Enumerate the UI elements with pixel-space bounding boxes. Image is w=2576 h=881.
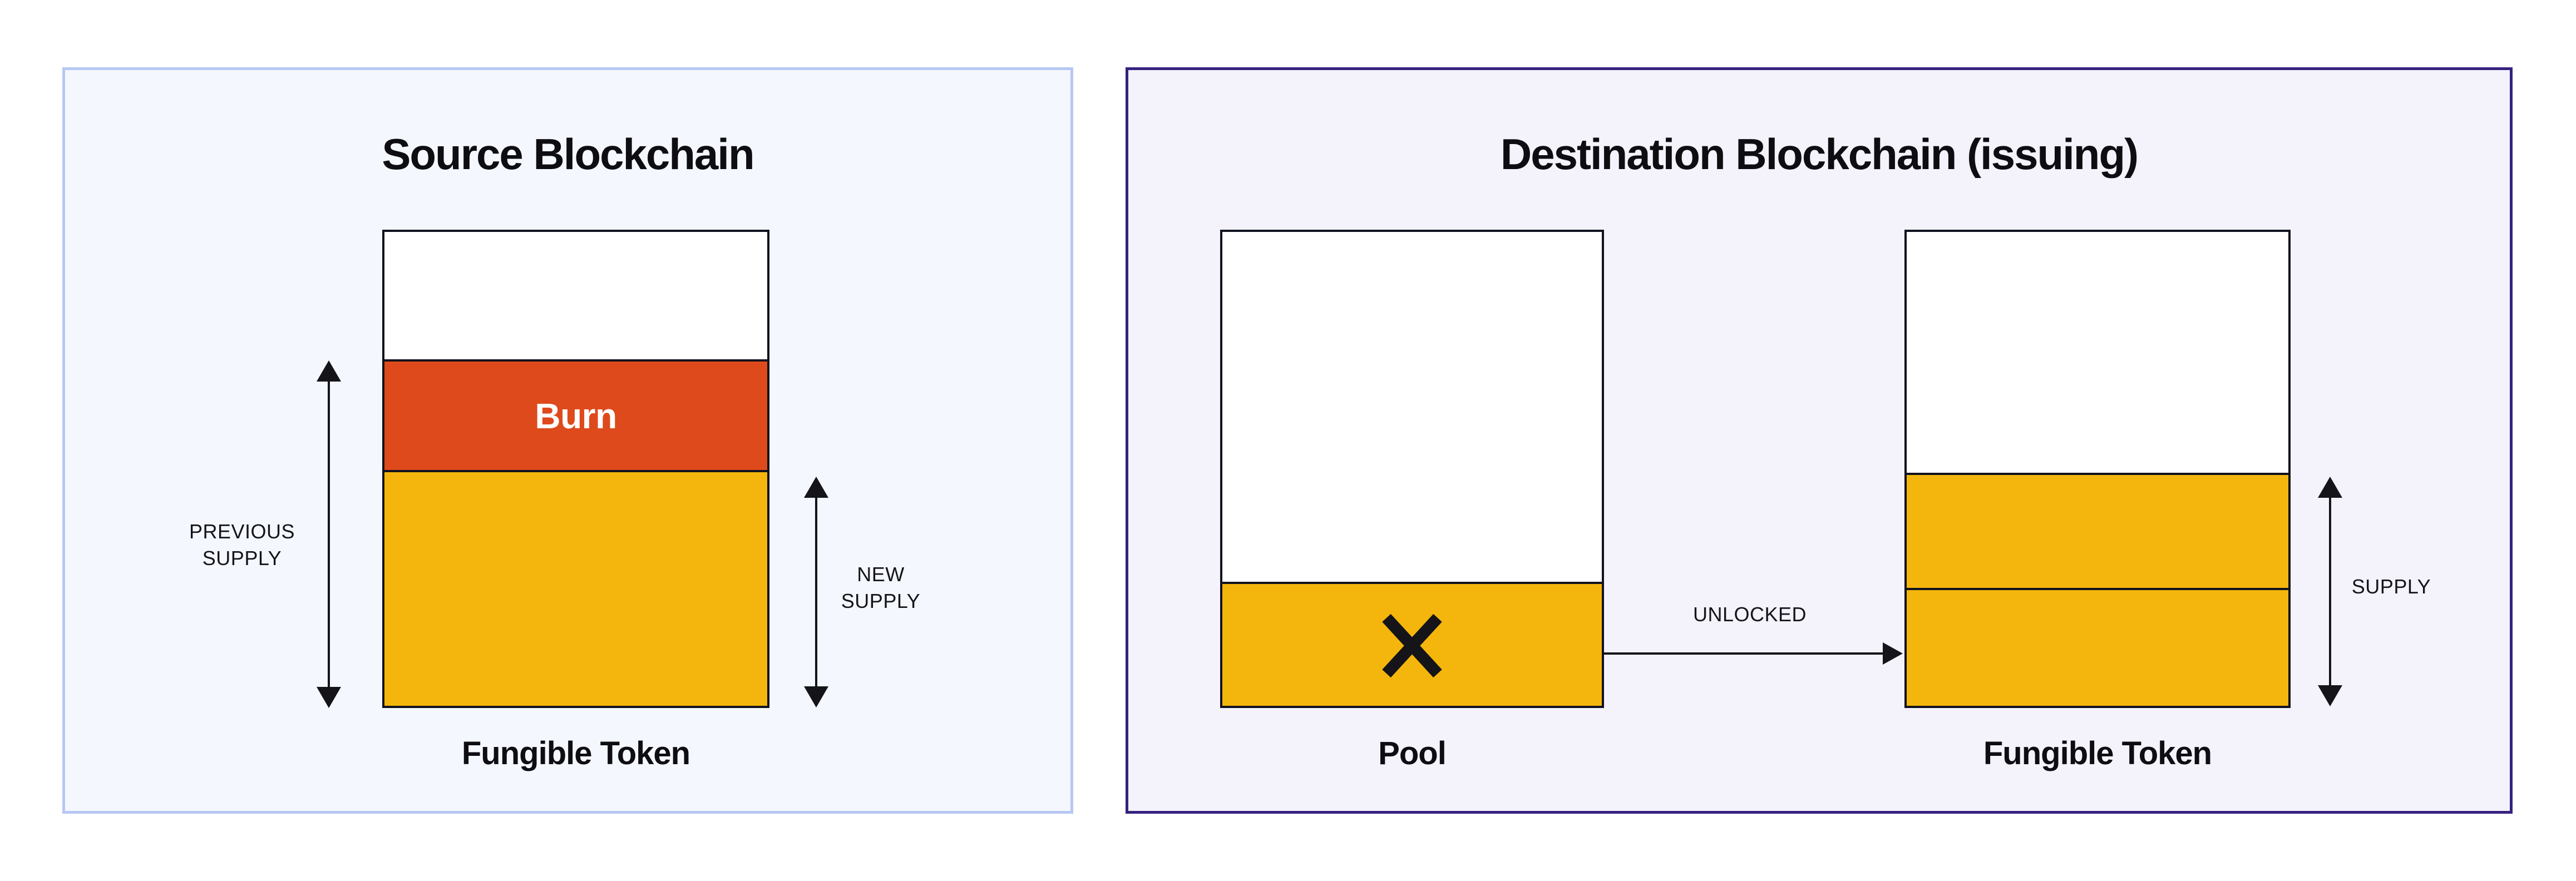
- arrowhead-down-icon: [2318, 685, 2342, 706]
- pool-bar: [1220, 230, 1604, 708]
- source-bar-remaining-supply-section: [384, 472, 767, 706]
- destination-bar-issued-section-upper: [1907, 473, 2288, 588]
- arrowhead-up-icon: [2318, 477, 2342, 498]
- destination-token-bar: [1904, 230, 2291, 708]
- pool-bar-empty-section: [1222, 232, 1602, 582]
- new-supply-label: NEW SUPPLY: [786, 561, 975, 615]
- previous-supply-label-line1: PREVIOUS: [189, 520, 295, 543]
- source-bar-burn-section: Burn: [384, 359, 767, 472]
- source-blockchain-panel: Source Blockchain Burn PREVIOUS SUPPLY N…: [62, 67, 1073, 814]
- previous-supply-range-arrow: [317, 360, 341, 708]
- source-token-bar: Burn: [382, 230, 769, 708]
- arrow-line: [328, 379, 330, 689]
- pool-bar-caption: Pool: [1378, 735, 1447, 771]
- arrow-line: [1604, 652, 1884, 655]
- destination-blockchain-panel: Destination Blockchain (issuing) Pool UN…: [1126, 67, 2513, 814]
- arrowhead-right-icon: [1883, 642, 1903, 665]
- supply-label: SUPPLY: [2351, 575, 2431, 598]
- arrow-line: [2329, 496, 2331, 687]
- unlocked-transfer-arrow: [1604, 642, 1903, 665]
- destination-bar-issued-section-lower: [1907, 588, 2288, 706]
- unlocked-label: UNLOCKED: [1692, 603, 1807, 626]
- destination-panel-title: Destination Blockchain (issuing): [1500, 130, 2139, 179]
- x-cross-icon: [1382, 613, 1442, 678]
- source-bar-empty-section: [384, 232, 767, 359]
- new-supply-range-arrow: [804, 477, 828, 707]
- arrowhead-down-icon: [804, 686, 828, 707]
- new-supply-label-line1: NEW: [857, 563, 905, 586]
- source-bar-caption: Fungible Token: [461, 735, 690, 771]
- arrow-line: [815, 496, 817, 689]
- new-supply-label-line2: SUPPLY: [841, 589, 921, 612]
- previous-supply-label-line2: SUPPLY: [202, 546, 282, 570]
- burn-section-label: Burn: [535, 395, 617, 436]
- arrowhead-up-icon: [804, 477, 828, 498]
- arrowhead-up-icon: [317, 360, 341, 382]
- source-panel-title: Source Blockchain: [382, 130, 754, 179]
- destination-bar-caption: Fungible Token: [1983, 735, 2212, 771]
- supply-range-arrow: [2318, 477, 2342, 706]
- destination-bar-empty-section: [1907, 232, 2288, 473]
- previous-supply-label: PREVIOUS SUPPLY: [147, 518, 337, 572]
- arrowhead-down-icon: [317, 687, 341, 708]
